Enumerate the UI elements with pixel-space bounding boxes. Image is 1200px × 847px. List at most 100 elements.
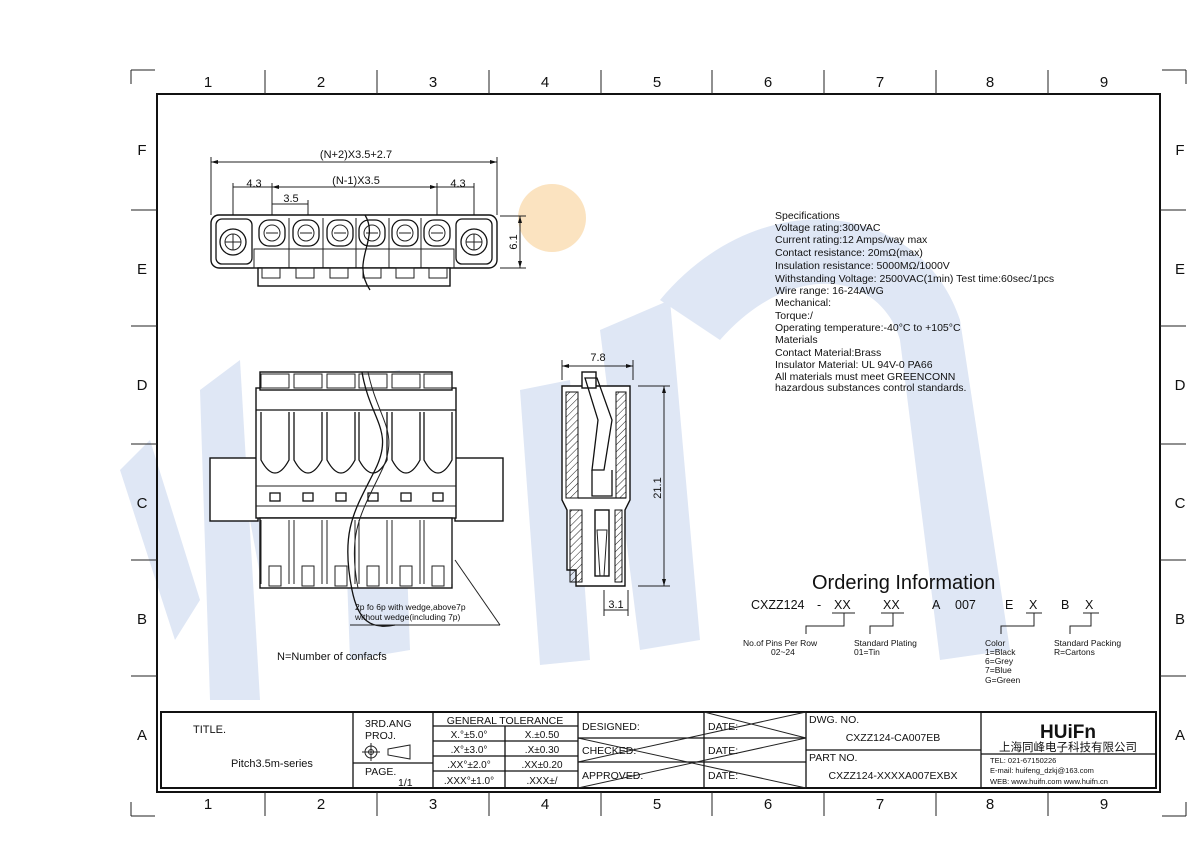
screw-head [423,373,453,389]
pin-socket [431,565,445,587]
tolerance-cell: X.±0.50 [525,730,560,741]
screw-head [293,373,323,389]
title-block: TITLE. Pitch3.5m-series 3RD.ANG PROJ. PA… [160,711,1157,789]
col-label: 3 [429,74,437,91]
pin-guide [293,520,323,584]
legend-color: Color [985,638,1005,648]
col-label: 4 [541,74,549,91]
spec-line: Operating temperature:-40°C to +105°C [775,322,961,334]
page-label: PAGE. [365,766,396,778]
spec-line: Contact resistance: 20mΩ(max) [775,247,923,259]
spec-line: Contact Material:Brass [775,347,881,359]
legend-packing: Standard Packing [1054,638,1121,648]
dim-overall: (N+2)X3.5+2.7 [320,149,392,161]
company-web: WEB: www.huifn.com www.huifn.cn [990,777,1108,786]
col-label: 1 [204,796,212,813]
latch-tab [329,267,349,279]
row-label: C [1175,495,1186,512]
pin-socket [301,565,315,587]
wire-entry [258,219,286,247]
date-label: DATE: [708,745,738,757]
screw-hole [331,224,349,242]
column-labels-bottom: 1 2 3 4 5 6 7 8 9 [204,796,1108,813]
dim-height: 6.1 [508,234,520,249]
designed-label: DESIGNED: [582,721,640,733]
company-name: 上海同峰电子科技有限公司 [999,740,1137,754]
screw-hole [363,224,381,242]
pin-guide [326,520,356,584]
col-label: 7 [876,796,884,813]
dim-pitch: 3.5 [283,193,298,205]
wedge-note-2: without wedge(including 7p) [354,612,461,622]
date-label: DATE: [708,770,738,782]
tolerance-cell: .XX°±2.0° [447,760,491,771]
pin-socket [399,565,413,587]
legend-color: 7=Blue [985,665,1012,675]
wire-channel [293,412,323,474]
dwg-value: CXZZ124-CA007EB [846,732,941,744]
pin-socket [268,565,282,587]
spec-line: Specifications [775,210,840,222]
row-label: F [1175,142,1184,159]
col-label: 5 [653,74,661,91]
spec-line: Withstanding Voltage: 2500VAC(1min) Test… [775,273,1054,285]
row-labels-left: F E D C B A [137,142,148,744]
pin-socket [334,565,348,587]
grid-frame [130,69,1187,817]
legend-packing: R=Cartons [1054,647,1095,657]
col-label: 9 [1100,796,1108,813]
spec-line: Insulation resistance: 5000MΩ/1000V [775,260,950,272]
code-num: 007 [955,598,976,612]
latch-tab [428,267,448,279]
side-view: 7.8 21.1 3.1 [561,352,670,616]
code-pins: XX [834,598,851,612]
wire-entry [358,219,386,247]
row-label: F [137,142,146,159]
dim-pitch-span: (N-1)X3.5 [332,175,380,187]
test-window [367,492,379,502]
code-e: E [1005,598,1013,612]
row-label: E [1175,261,1185,278]
pin-socket [366,565,380,587]
tolerance-header: GENERAL TOLERANCE [447,715,564,727]
pin-guide [423,520,453,584]
dim-left-offset: 4.3 [246,178,261,190]
col-label: 6 [764,796,772,813]
row-label: D [1175,377,1186,394]
row-label: E [137,261,147,278]
pin-guide [358,520,388,584]
approved-label: APPROVED: [582,770,643,782]
wire-entry [326,219,354,247]
row-label: B [1175,611,1185,628]
wire-entry [423,219,451,247]
col-label: 7 [876,74,884,91]
ordering-information: Ordering Information CXZZ124 - XX XX A 0… [743,572,1121,685]
spec-line: Voltage rating:300VAC [775,222,881,234]
code-prefix: CXZZ124 [751,598,805,612]
screw-head [391,373,421,389]
screw-hole [297,224,315,242]
legend-plating: 01=Tin [854,647,880,657]
pin-guide [260,520,290,584]
code-plating: XX [883,598,900,612]
column-labels-top: 1 2 3 4 5 6 7 8 9 [204,74,1108,91]
col-label: 5 [653,796,661,813]
tolerance-cell: .X°±3.0° [451,745,488,756]
dwg-label: DWG. NO. [809,714,859,726]
legend-color: 6=Grey [985,656,1014,666]
proj-line2: PROJ. [365,730,396,742]
spec-line: Current rating:12 Amps/way max [775,234,928,246]
spec-line: Insulator Material: UL 94V-0 PA66 [775,359,933,371]
projection-symbol-icon [362,743,411,761]
dim-side-width: 7.8 [590,352,605,364]
row-label: A [1175,727,1185,744]
part-label: PART NO. [809,752,857,764]
wire-entry [292,219,320,247]
col-label: 4 [541,796,549,813]
col-label: 8 [986,796,994,813]
col-label: 2 [317,74,325,91]
wire-channel [391,412,421,474]
row-label: C [137,495,148,512]
page-value: 1/1 [398,777,413,789]
date-label: DATE: [708,721,738,733]
